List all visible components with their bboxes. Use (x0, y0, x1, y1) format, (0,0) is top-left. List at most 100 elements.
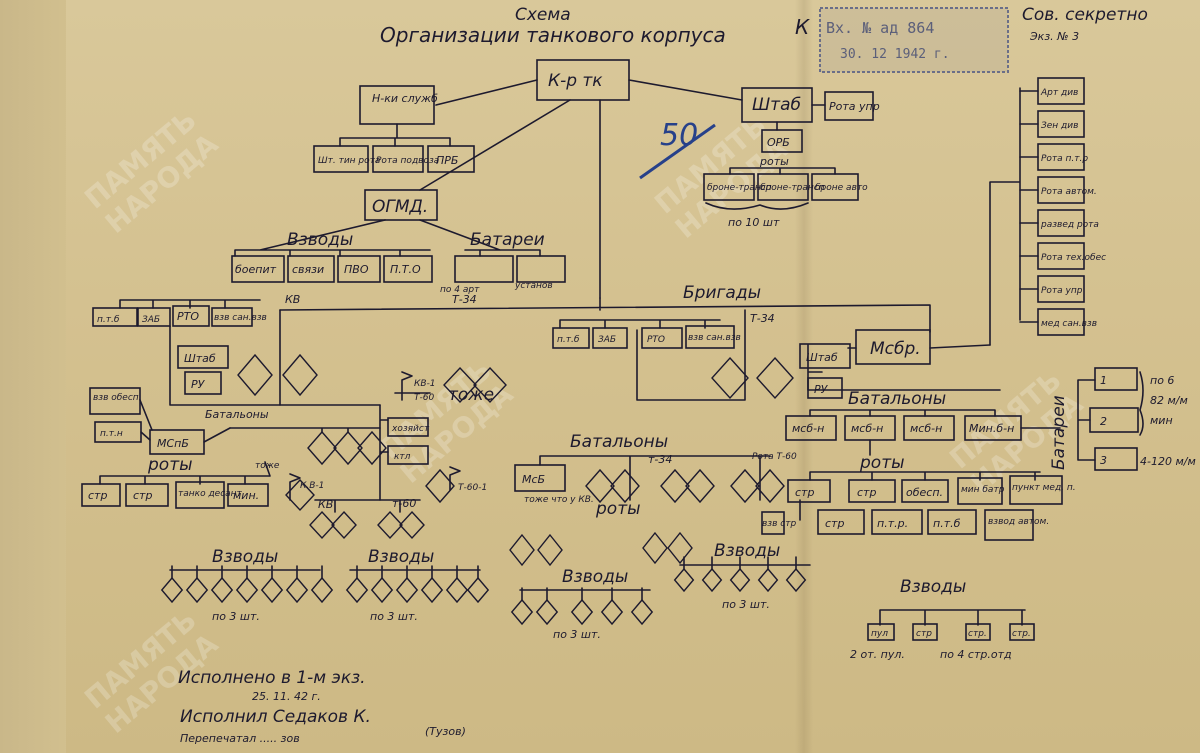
mbr-co-top-box-3 (901, 479, 949, 503)
platoon-label-2: связи (292, 263, 324, 276)
kv-platoons-label-a: Взводы (212, 547, 278, 567)
mbr-ru-label: РУ (814, 383, 829, 396)
staff-company-label: Рота упр (829, 100, 880, 113)
mbr-co-top-label-5: пункт мед. п. (1012, 483, 1076, 493)
signal-company-box (313, 145, 369, 173)
platoon-box-3 (337, 255, 381, 283)
mbr-platoon-label-1: пул (871, 629, 888, 639)
mbr-battery-label-2: 2 (1100, 415, 1107, 428)
mbr-battery-box-3 (1094, 447, 1138, 471)
mcb-links (234, 219, 541, 257)
t34-platoons-label-b: Взводы (714, 541, 780, 561)
t34-co-diamond-1 (509, 533, 535, 567)
mbr-battery-bracket (1077, 379, 1096, 461)
t34-support-box-2 (592, 327, 628, 349)
kv-support-box-4 (211, 307, 253, 327)
t34-platoon-diamond-b-3 (729, 567, 751, 593)
t34-support-box-3 (641, 327, 683, 349)
kv-platoon-diamond-4 (235, 576, 259, 604)
kv-per-b: по 3 шт. (370, 610, 418, 623)
signal-company-label: Шт. тин рота (318, 156, 380, 166)
kv-med-label: взв обесп. (93, 393, 142, 403)
kv-ru-label: РУ (191, 378, 206, 391)
mbr-staff-label: Штаб (806, 351, 838, 364)
platoons-label: Взводы (287, 230, 353, 250)
kv-diamond-4 (425, 468, 455, 504)
corps-unit-label-8: мед сан.взв (1041, 319, 1097, 329)
kv-platoon-diamond-b-5 (445, 576, 469, 604)
kv-bat-bus (229, 427, 381, 433)
t34-support-box-4 (685, 325, 735, 349)
mbr-companies-label: роты (859, 453, 905, 473)
mbr-co-top-box-4 (957, 477, 1003, 505)
kv-same-diamond-2 (473, 366, 507, 404)
kv-support-box-2 (137, 307, 171, 327)
kv-staff-box (177, 345, 229, 369)
kv-bat-diamond-3 (357, 430, 387, 466)
corps-units-spine (989, 87, 1021, 346)
kv-sub-diamond-4 (399, 510, 425, 540)
mbr-platoon-bus (879, 609, 1026, 626)
t34-co-diamond-3 (642, 531, 668, 565)
battery-box-2 (516, 255, 566, 283)
t34-support-label-1: п.т.б (557, 335, 580, 345)
kv-company-box-2 (125, 483, 169, 507)
corps-unit-label-1: Арт див (1040, 88, 1078, 98)
repair-battalion-label: ПРБ (436, 154, 458, 167)
mbr-box (855, 329, 931, 365)
mbr-battery-label-3: 3 (1100, 454, 1107, 467)
footer-line-2: 25. 11. 42 г. (252, 690, 321, 703)
mbr-battery-box-1 (1094, 367, 1138, 391)
t601-label: Т-60-1 (458, 483, 487, 493)
t34-tank-diamond-2 (756, 356, 794, 400)
kv-tank-diamond-2 (282, 353, 318, 397)
corps-unit-label-2: Зен див (1041, 121, 1078, 131)
recon-company-box-3 (811, 173, 859, 201)
kv-platoons-label-b: Взводы (368, 547, 434, 567)
kv-support-box-3 (172, 305, 210, 327)
footer-signature: (Тузов) (425, 725, 466, 738)
mbr-bat-label-2: мсб-н (851, 422, 883, 435)
recon-company-label-1: броне-трансп (707, 183, 772, 193)
kv-platoon-diamond-b-2 (370, 576, 394, 604)
kv-links (119, 299, 281, 406)
service-links (339, 123, 451, 147)
kv-per-a: по 3 шт. (212, 610, 260, 623)
corps-unit-label-5: развед рота (1040, 220, 1099, 230)
kv-support-label-2: ЗАБ (142, 315, 160, 325)
kv-tank-diamond-1 (237, 353, 273, 397)
platoon-label-3: ПВО (344, 263, 369, 276)
t34-platoon-diamond-5 (630, 598, 654, 626)
mbr-platoon-box-1 (867, 623, 895, 641)
mbr-co-top-box-5 (1009, 475, 1063, 505)
mbr-platoon-note-a: 2 от. пул. (850, 648, 905, 661)
transport-company-label: Рота подвоза (376, 156, 439, 166)
mbr-battery-note-4: 4-120 м/м (1140, 455, 1196, 468)
kv-platoon-diamond-6 (285, 576, 309, 604)
mbr-small-str-box (761, 511, 785, 535)
kv-company-box-3 (175, 481, 225, 509)
kv-bat-diamond-1 (307, 430, 337, 466)
chart-title-k: К (795, 15, 810, 39)
scheme-label: Схема (515, 5, 571, 25)
kv-brigade-label: КВ (285, 293, 300, 306)
t34-platoon-diamonds (510, 556, 807, 626)
staff-company-box (824, 91, 874, 121)
t34-sub-label: т-34 (648, 453, 672, 466)
t34-right-label: Т-34 (750, 312, 775, 325)
kv-sub-diamond-1 (309, 510, 335, 540)
kv-support-label-1: п.т.б (97, 315, 120, 325)
mbr-small-str-label: взв стр (762, 519, 796, 529)
corps-unit-label-6: Рота тех.обес (1041, 253, 1106, 263)
recon-note: по 10 шт (728, 216, 780, 229)
t34-companies-label: роты (595, 499, 641, 519)
kv-company-label-4: мин. (233, 489, 259, 502)
recon-brace (705, 202, 809, 210)
t34-support-label-4: взв сан.взв (688, 333, 741, 343)
mbr-battalions-label: Батальоны (848, 389, 946, 409)
t60-label: Т-60 (414, 393, 434, 403)
mbr-co-bot-box-2 (871, 509, 923, 535)
t34-bat-diamond-4 (685, 468, 715, 504)
mbr-platoons-label: Взводы (900, 577, 966, 597)
